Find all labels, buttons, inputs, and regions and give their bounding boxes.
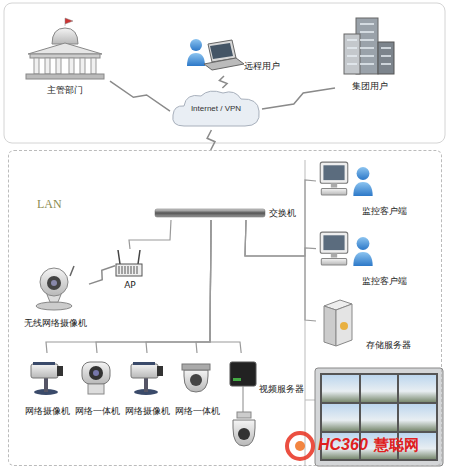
- node-label: 监控客户端: [362, 205, 407, 217]
- device-node: 网络一体机: [73, 353, 122, 417]
- cloud-node: Internet / VPN: [170, 88, 262, 130]
- wireless-link: [110, 81, 170, 111]
- internet-region: [4, 3, 445, 143]
- node-label: 网络一体机: [175, 405, 220, 417]
- device-node: 无线网络摄像机: [21, 263, 89, 329]
- device-node: 网络摄像机: [123, 353, 172, 417]
- switch-node: 交换机: [153, 207, 303, 220]
- site-icon: 集团用户: [335, 14, 405, 92]
- ap-icon: [116, 250, 142, 276]
- node-label: 远程用户: [244, 60, 280, 72]
- node-label: Internet / VPN: [191, 103, 241, 115]
- lan-region: LAN交换机AP无线网络摄像机网络摄像机网络一体机网络摄像机网络一体机视频服务器…: [8, 150, 442, 466]
- camera-row-icons: [31, 362, 256, 446]
- device-node: AP: [115, 249, 145, 291]
- node-label: 主管部门: [47, 84, 83, 96]
- device-node: 网络一体机: [173, 353, 222, 417]
- wireless-link: [262, 88, 335, 109]
- node-label: 网络一体机: [75, 405, 120, 417]
- remote-user-icon: [187, 39, 244, 70]
- wireless-link: [207, 130, 215, 150]
- network-cable: [245, 180, 316, 256]
- network-cable: [210, 220, 241, 353]
- node-label: 交换机: [269, 207, 296, 219]
- wireless-link: [219, 76, 227, 88]
- network-cable: [129, 220, 171, 249]
- network-cable: [245, 220, 316, 256]
- storage-server-icon: [324, 300, 352, 346]
- node-label: 无线网络摄像机: [24, 317, 87, 329]
- device-node: 网络摄像机: [23, 353, 72, 417]
- device-node: 监控客户端: [316, 159, 426, 217]
- network-cable: [245, 220, 316, 321]
- watermark-logo: [287, 433, 313, 459]
- network-cable: [46, 220, 211, 353]
- group-buildings: [344, 18, 394, 74]
- device-node: 存储服务器: [316, 299, 426, 354]
- site-icon: 远程用户: [180, 30, 290, 76]
- network-cable: [196, 220, 211, 353]
- node-label: 存储服务器: [366, 339, 411, 351]
- node-label: LAN: [37, 197, 62, 212]
- node-label: AP: [124, 279, 136, 291]
- device-node: 监控客户端: [316, 229, 426, 287]
- node-label: 视频服务器: [259, 383, 304, 395]
- switch-bar: [155, 209, 265, 217]
- site-icon: 主管部门: [20, 22, 110, 96]
- device-node: 视频服务器: [227, 353, 306, 401]
- network-cable: [146, 220, 211, 353]
- wireless-link: [89, 266, 115, 284]
- wireless-camera-icon: [36, 266, 74, 310]
- government-building: [26, 18, 104, 79]
- network-cable: [96, 220, 211, 353]
- node-label: 网络摄像机: [125, 405, 170, 417]
- node-label: 集团用户: [352, 80, 388, 92]
- watermark-text: 慧聪网: [374, 436, 419, 454]
- node-label: 监控客户端: [362, 275, 407, 287]
- video-wall: [305, 368, 443, 466]
- node-label: 网络摄像机: [25, 405, 70, 417]
- watermark-text: HC360: [318, 436, 368, 454]
